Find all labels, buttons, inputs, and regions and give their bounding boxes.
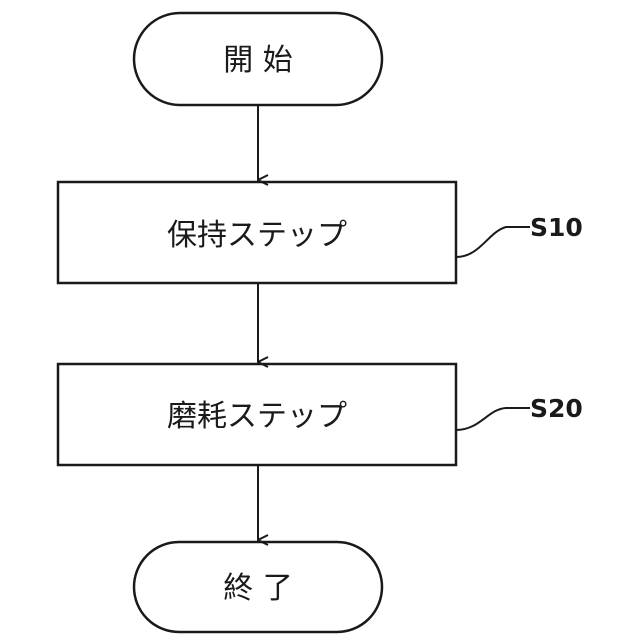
end-label: 終 了: [223, 571, 293, 606]
leader-line-s20: [456, 408, 530, 430]
step-id-s10: S10: [530, 213, 583, 242]
leader-line-s10: [456, 227, 530, 257]
step-label-hold: 保持ステップ: [167, 218, 347, 253]
step-label-wear: 磨耗ステップ: [167, 399, 347, 434]
step-id-s20: S20: [530, 394, 583, 423]
start-label: 開 始: [223, 43, 293, 78]
